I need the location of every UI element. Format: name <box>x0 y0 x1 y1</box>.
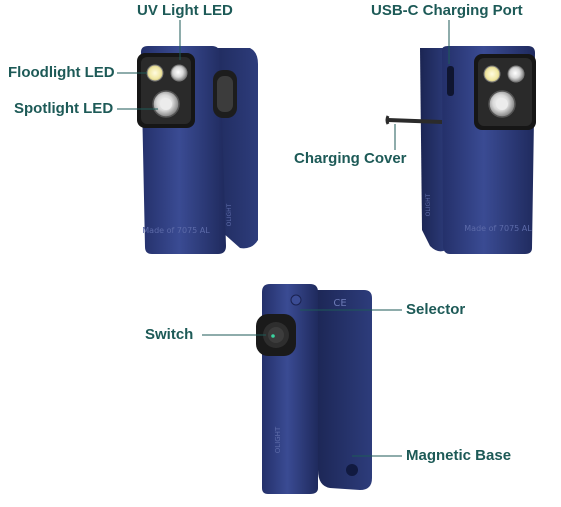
label-spotlight-led: Spotlight LED <box>14 100 114 117</box>
flashlight-front-view: Made of 7075 AL OLIGHT <box>137 46 258 254</box>
leader-lines <box>117 20 450 457</box>
side-clip <box>420 48 448 252</box>
charging-cover-flap <box>388 118 442 124</box>
label-selector: Selector <box>406 301 466 318</box>
label-uv-light-led: UV Light LED <box>137 2 233 19</box>
usb-c-port-icon <box>447 66 454 96</box>
front-brand-text: OLIGHT <box>226 203 233 226</box>
side-engraving: Made of 7075 AL <box>464 224 532 233</box>
ce-mark: CE <box>333 298 346 309</box>
back-clip <box>312 290 372 490</box>
label-magnetic-base: Magnetic Base <box>406 447 512 464</box>
selector-icon <box>290 294 302 306</box>
label-floodlight-led: Floodlight LED <box>8 64 115 81</box>
uv-led-icon <box>170 64 188 82</box>
floodlight-led-icon <box>146 64 164 82</box>
front-clip <box>196 48 258 249</box>
back-brand-text: OLIGHT <box>274 426 282 453</box>
label-charging-cover: Charging Cover <box>294 150 407 167</box>
switch-indicator-icon <box>271 334 275 338</box>
flashlight-side-view: Made of 7075 AL OLIGHT <box>385 46 536 254</box>
magnetic-base-hole <box>346 464 358 476</box>
label-switch: Switch <box>145 326 194 343</box>
side-brand-text: OLIGHT <box>425 193 432 216</box>
front-engraving: Made of 7075 AL <box>142 226 210 235</box>
flashlight-back-view: CE OLIGHT <box>256 284 372 494</box>
label-usb-c-port: USB-C Charging Port <box>371 2 523 19</box>
